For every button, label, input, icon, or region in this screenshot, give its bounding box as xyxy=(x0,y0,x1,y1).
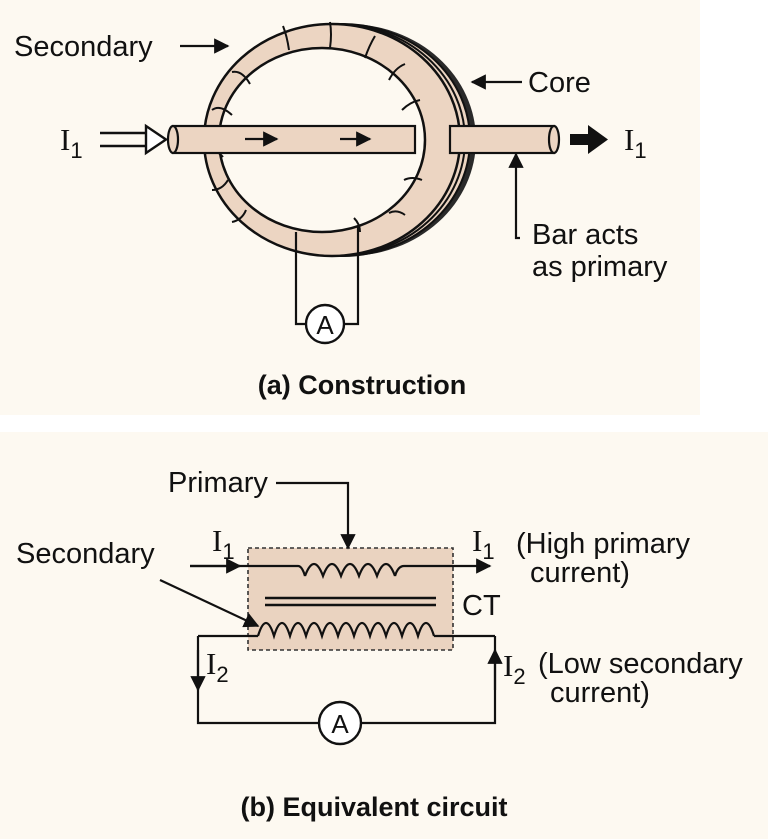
bar-label-line1: Bar acts xyxy=(532,219,638,251)
input-current-arrow xyxy=(100,123,169,156)
ammeter-bottom: A xyxy=(317,700,363,746)
i1-out-label: I1 xyxy=(472,523,495,564)
current-out-label: I1 xyxy=(624,122,647,163)
svg-text:A: A xyxy=(331,709,349,739)
i2-left-label: I2 xyxy=(206,646,229,687)
i1-out-desc-line2: current) xyxy=(530,557,630,589)
caption-equivalent: (b) Equivalent circuit xyxy=(240,792,507,822)
secondary-winding-turns xyxy=(204,21,423,233)
core-label: Core xyxy=(528,67,591,99)
primary-coil xyxy=(303,562,397,580)
secondary-label-top: Secondary xyxy=(14,31,153,63)
primary-leader xyxy=(276,481,356,550)
i2-right-desc-line1: (Low secondary xyxy=(538,648,743,680)
primary-line-left xyxy=(190,564,307,577)
i1-out-desc-line1: (High primary xyxy=(516,528,691,560)
i2-right-label: I2 xyxy=(503,648,526,689)
ct-core-lines xyxy=(265,596,436,607)
ammeter-top: A xyxy=(304,303,346,345)
current-in-label: I1 xyxy=(60,122,83,163)
ammeter-leads-top xyxy=(294,226,360,326)
primary-line-right xyxy=(393,558,492,577)
secondary-coil xyxy=(256,621,436,640)
secondary-leader-bottom xyxy=(159,579,260,628)
i1-in-label: I1 xyxy=(212,523,235,564)
caption-construction: (a) Construction xyxy=(258,370,467,400)
svg-text:A: A xyxy=(316,310,334,340)
secondary-label-bottom: Secondary xyxy=(16,538,155,570)
primary-bar xyxy=(166,124,561,155)
output-current-arrow xyxy=(570,125,608,154)
bar-leader xyxy=(508,152,524,240)
primary-label: Primary xyxy=(168,467,268,499)
ct-label: CT xyxy=(462,590,501,622)
bar-label-line2: as primary xyxy=(532,251,668,283)
i2-right-desc-line2: current) xyxy=(550,677,650,709)
